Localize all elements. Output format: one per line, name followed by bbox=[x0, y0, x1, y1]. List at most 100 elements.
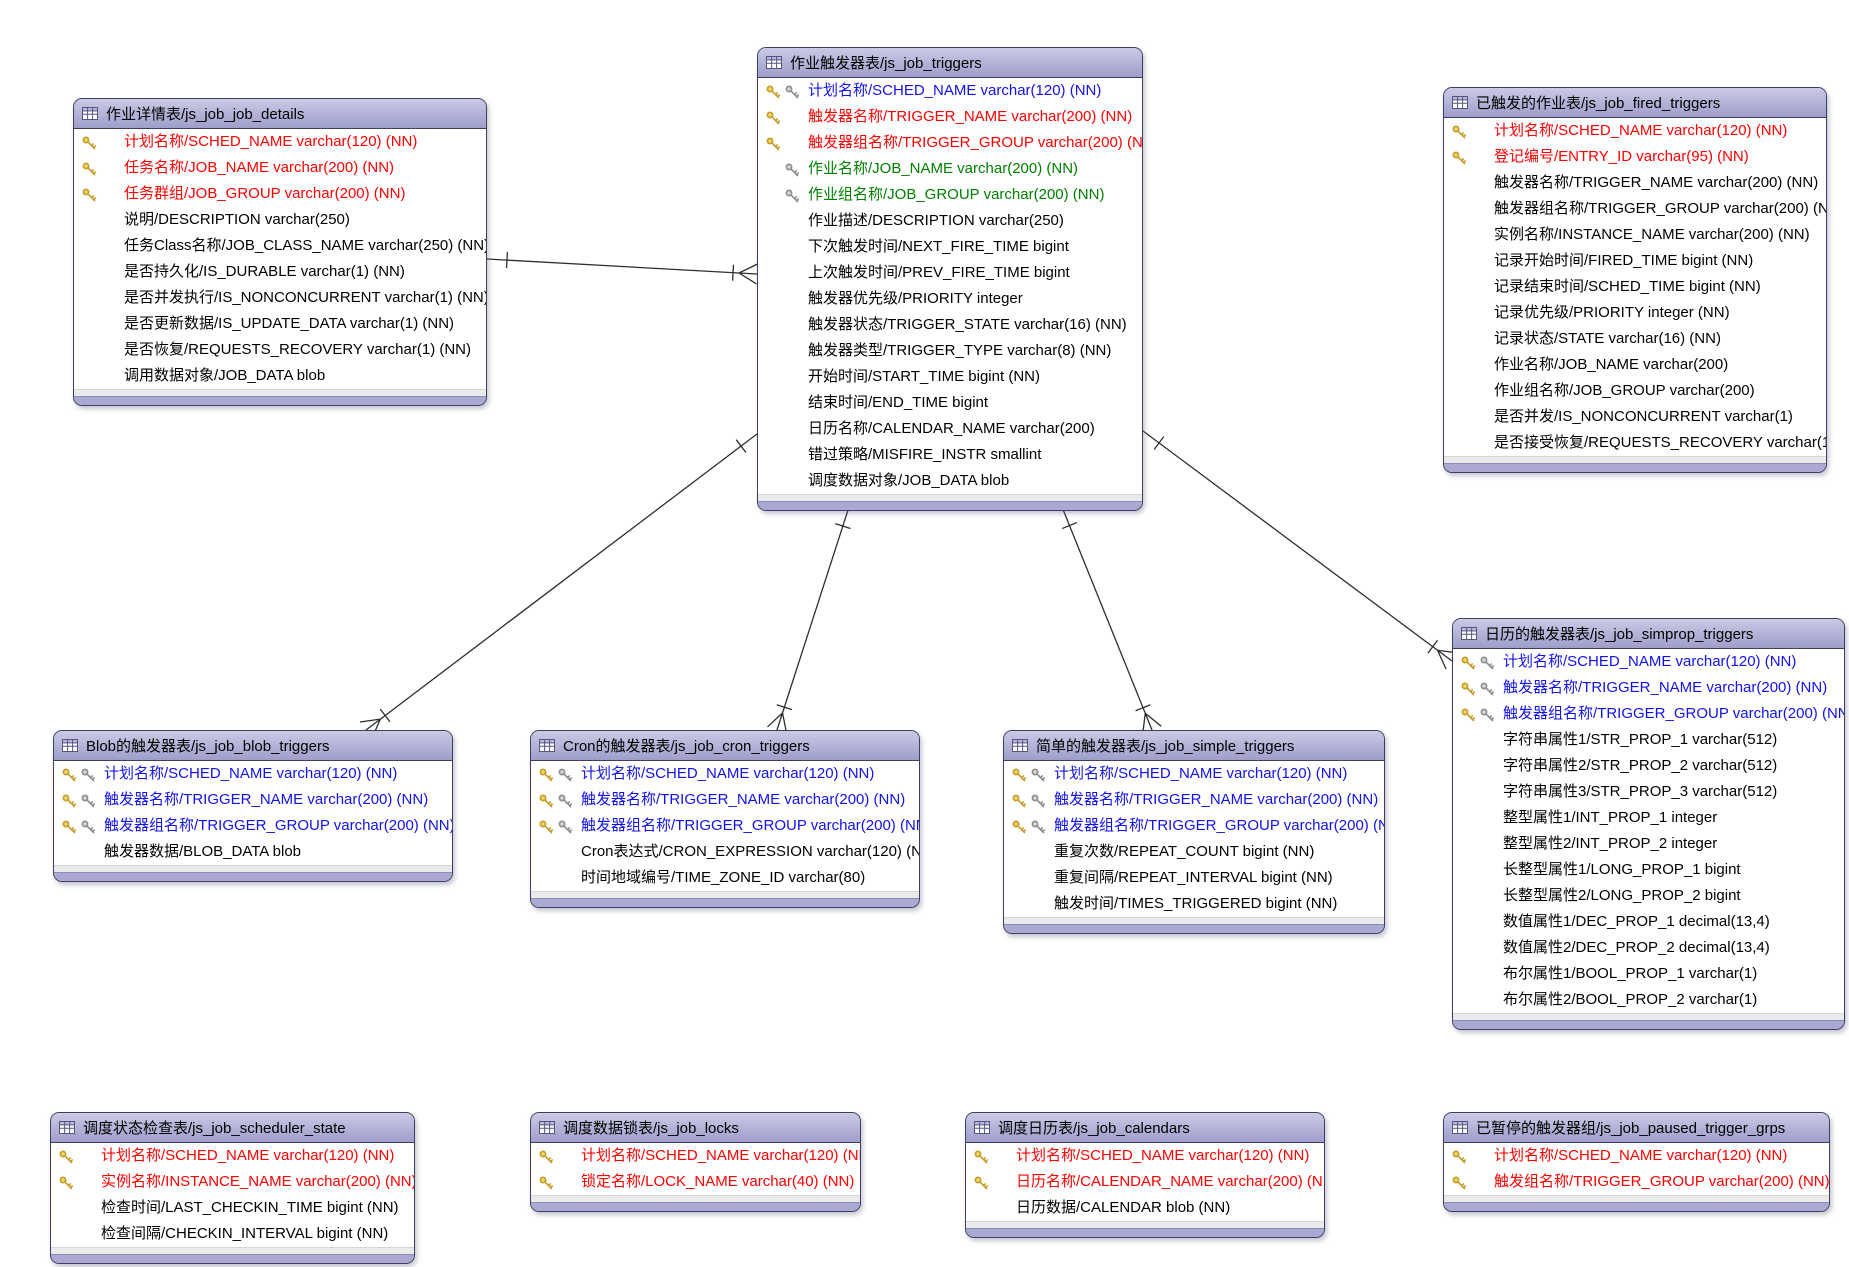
field-row[interactable]: 作业组名称/JOB_GROUP varchar(200) (NN) bbox=[758, 182, 1142, 208]
field-row[interactable]: 计划名称/SCHED_NAME varchar(120) (NN) bbox=[1004, 761, 1384, 787]
relationship-line-js_job_triggers-js_job_cron_triggers[interactable] bbox=[767, 506, 851, 734]
field-row[interactable]: 作业组名称/JOB_GROUP varchar(200) bbox=[1444, 378, 1826, 404]
field-row[interactable]: 是否更新数据/IS_UPDATE_DATA varchar(1) (NN) bbox=[74, 311, 486, 337]
field-row[interactable]: 是否并发执行/IS_NONCONCURRENT varchar(1) (NN) bbox=[74, 285, 486, 311]
field-row[interactable]: 触发组名称/TRIGGER_GROUP varchar(200) (NN) bbox=[1444, 1169, 1829, 1195]
field-row[interactable]: 作业名称/JOB_NAME varchar(200) (NN) bbox=[758, 156, 1142, 182]
field-row[interactable]: 长整型属性1/LONG_PROP_1 bigint bbox=[1453, 857, 1844, 883]
field-row[interactable]: 触发器组名称/TRIGGER_GROUP varchar(200) (NN) bbox=[1444, 196, 1826, 222]
field-row[interactable]: 计划名称/SCHED_NAME varchar(120) (NN) bbox=[74, 129, 486, 155]
field-row[interactable]: 锁定名称/LOCK_NAME varchar(40) (NN) bbox=[531, 1169, 860, 1195]
table-header[interactable]: 作业触发器表/js_job_triggers bbox=[758, 48, 1142, 78]
field-row[interactable]: 日历名称/CALENDAR_NAME varchar(200) (NN) bbox=[966, 1169, 1324, 1195]
field-row[interactable]: 记录状态/STATE varchar(16) (NN) bbox=[1444, 326, 1826, 352]
field-row[interactable]: 实例名称/INSTANCE_NAME varchar(200) (NN) bbox=[1444, 222, 1826, 248]
relationship-line-js_job_triggers-js_job_simprop_triggers[interactable] bbox=[1142, 430, 1459, 670]
field-row[interactable]: 任务名称/JOB_NAME varchar(200) (NN) bbox=[74, 155, 486, 181]
field-row[interactable]: 调度数据对象/JOB_DATA blob bbox=[758, 468, 1142, 494]
field-row[interactable]: 数值属性1/DEC_PROP_1 decimal(13,4) bbox=[1453, 909, 1844, 935]
field-row[interactable]: 作业名称/JOB_NAME varchar(200) bbox=[1444, 352, 1826, 378]
field-row[interactable]: 计划名称/SCHED_NAME varchar(120) (NN) bbox=[1453, 649, 1844, 675]
field-row[interactable]: 开始时间/START_TIME bigint (NN) bbox=[758, 364, 1142, 390]
field-row[interactable]: 触发器名称/TRIGGER_NAME varchar(200) (NN) bbox=[54, 787, 452, 813]
table-header[interactable]: 日历的触发器表/js_job_simprop_triggers bbox=[1453, 619, 1844, 649]
field-row[interactable]: 字符串属性1/STR_PROP_1 varchar(512) bbox=[1453, 727, 1844, 753]
field-row[interactable]: 检查间隔/CHECKIN_INTERVAL bigint (NN) bbox=[51, 1221, 414, 1247]
field-row[interactable]: 数值属性2/DEC_PROP_2 decimal(13,4) bbox=[1453, 935, 1844, 961]
field-row[interactable]: 触发器优先级/PRIORITY integer bbox=[758, 286, 1142, 312]
field-row[interactable]: 调用数据对象/JOB_DATA blob bbox=[74, 363, 486, 389]
field-row[interactable]: 布尔属性1/BOOL_PROP_1 varchar(1) bbox=[1453, 961, 1844, 987]
relationship-line-js_job_triggers-js_job_blob_triggers[interactable] bbox=[359, 433, 758, 739]
field-row[interactable]: 触发器状态/TRIGGER_STATE varchar(16) (NN) bbox=[758, 312, 1142, 338]
field-row[interactable]: 触发器组名称/TRIGGER_GROUP varchar(200) (NN) bbox=[1004, 813, 1384, 839]
table-header[interactable]: 已暂停的触发器组/js_job_paused_trigger_grps bbox=[1444, 1113, 1829, 1143]
field-row[interactable]: 计划名称/SCHED_NAME varchar(120) (NN) bbox=[966, 1143, 1324, 1169]
field-row[interactable]: 是否恢复/REQUESTS_RECOVERY varchar(1) (NN) bbox=[74, 337, 486, 363]
table-header[interactable]: 调度日历表/js_job_calendars bbox=[966, 1113, 1324, 1143]
field-row[interactable]: 长整型属性2/LONG_PROP_2 bigint bbox=[1453, 883, 1844, 909]
field-row[interactable]: 说明/DESCRIPTION varchar(250) bbox=[74, 207, 486, 233]
table-header[interactable]: 已触发的作业表/js_job_fired_triggers bbox=[1444, 88, 1826, 118]
field-row[interactable]: Cron表达式/CRON_EXPRESSION varchar(120) (NN… bbox=[531, 839, 919, 865]
table-header[interactable]: 作业详情表/js_job_job_details bbox=[74, 99, 486, 129]
field-row[interactable]: 触发器名称/TRIGGER_NAME varchar(200) (NN) bbox=[1453, 675, 1844, 701]
field-row[interactable]: 触发器类型/TRIGGER_TYPE varchar(8) (NN) bbox=[758, 338, 1142, 364]
field-row[interactable]: 是否接受恢复/REQUESTS_RECOVERY varchar(1) bbox=[1444, 430, 1826, 456]
field-row[interactable]: 日历名称/CALENDAR_NAME varchar(200) bbox=[758, 416, 1142, 442]
field-row[interactable]: 任务群组/JOB_GROUP varchar(200) (NN) bbox=[74, 181, 486, 207]
relationship-line-js_job_triggers-js_job_simple_triggers[interactable] bbox=[1061, 506, 1162, 734]
field-row[interactable]: 触发器名称/TRIGGER_NAME varchar(200) (NN) bbox=[531, 787, 919, 813]
field-row[interactable]: 上次触发时间/PREV_FIRE_TIME bigint bbox=[758, 260, 1142, 286]
field-row[interactable]: 触发器数据/BLOB_DATA blob bbox=[54, 839, 452, 865]
field-row[interactable]: 记录结束时间/SCHED_TIME bigint (NN) bbox=[1444, 274, 1826, 300]
field-row[interactable]: 错过策略/MISFIRE_INSTR smallint bbox=[758, 442, 1142, 468]
field-row[interactable]: 是否持久化/IS_DURABLE varchar(1) (NN) bbox=[74, 259, 486, 285]
field-row[interactable]: 计划名称/SCHED_NAME varchar(120) (NN) bbox=[54, 761, 452, 787]
field-row[interactable]: 触发器组名称/TRIGGER_GROUP varchar(200) (NN) bbox=[758, 130, 1142, 156]
table-header[interactable]: 简单的触发器表/js_job_simple_triggers bbox=[1004, 731, 1384, 761]
field-row[interactable]: 检查时间/LAST_CHECKIN_TIME bigint (NN) bbox=[51, 1195, 414, 1221]
field-row[interactable]: 触发器组名称/TRIGGER_GROUP varchar(200) (NN) bbox=[1453, 701, 1844, 727]
field-row[interactable]: 触发器组名称/TRIGGER_GROUP varchar(200) (NN) bbox=[54, 813, 452, 839]
field-row[interactable]: 结束时间/END_TIME bigint bbox=[758, 390, 1142, 416]
field-row[interactable]: 记录优先级/PRIORITY integer (NN) bbox=[1444, 300, 1826, 326]
field-row[interactable]: 布尔属性2/BOOL_PROP_2 varchar(1) bbox=[1453, 987, 1844, 1013]
table-header[interactable]: Blob的触发器表/js_job_blob_triggers bbox=[54, 731, 452, 761]
table-header[interactable]: 调度状态检查表/js_job_scheduler_state bbox=[51, 1113, 414, 1143]
field-row[interactable]: 计划名称/SCHED_NAME varchar(120) (NN) bbox=[51, 1143, 414, 1169]
field-row[interactable]: 登记编号/ENTRY_ID varchar(95) (NN) bbox=[1444, 144, 1826, 170]
field-row[interactable]: 计划名称/SCHED_NAME varchar(120) (NN) bbox=[531, 761, 919, 787]
table-header[interactable]: 调度数据锁表/js_job_locks bbox=[531, 1113, 860, 1143]
field-row[interactable]: 下次触发时间/NEXT_FIRE_TIME bigint bbox=[758, 234, 1142, 260]
field-row[interactable]: 计划名称/SCHED_NAME varchar(120) (NN) bbox=[1444, 118, 1826, 144]
field-row[interactable]: 字符串属性2/STR_PROP_2 varchar(512) bbox=[1453, 753, 1844, 779]
field-row[interactable]: 整型属性2/INT_PROP_2 integer bbox=[1453, 831, 1844, 857]
field-row[interactable]: 计划名称/SCHED_NAME varchar(120) (NN) bbox=[1444, 1143, 1829, 1169]
field-row[interactable]: 触发时间/TIMES_TRIGGERED bigint (NN) bbox=[1004, 891, 1384, 917]
field-row[interactable]: 触发器组名称/TRIGGER_GROUP varchar(200) (NN) bbox=[531, 813, 919, 839]
field-row[interactable]: 是否并发/IS_NONCONCURRENT varchar(1) bbox=[1444, 404, 1826, 430]
field-row[interactable]: 触发器名称/TRIGGER_NAME varchar(200) (NN) bbox=[758, 104, 1142, 130]
field-row[interactable]: 作业描述/DESCRIPTION varchar(250) bbox=[758, 208, 1142, 234]
field-row[interactable]: 字符串属性3/STR_PROP_3 varchar(512) bbox=[1453, 779, 1844, 805]
field-row[interactable]: 计划名称/SCHED_NAME varchar(120) (NN) bbox=[758, 78, 1142, 104]
field-row[interactable]: 日历数据/CALENDAR blob (NN) bbox=[966, 1195, 1324, 1221]
field-row[interactable]: 整型属性1/INT_PROP_1 integer bbox=[1453, 805, 1844, 831]
table-header[interactable]: Cron的触发器表/js_job_cron_triggers bbox=[531, 731, 919, 761]
field-row[interactable]: 重复次数/REPEAT_COUNT bigint (NN) bbox=[1004, 839, 1384, 865]
field-row[interactable]: 计划名称/SCHED_NAME varchar(120) (NN) bbox=[531, 1143, 860, 1169]
field-row[interactable]: 触发器名称/TRIGGER_NAME varchar(200) (NN) bbox=[1444, 170, 1826, 196]
field-row[interactable]: 记录开始时间/FIRED_TIME bigint (NN) bbox=[1444, 248, 1826, 274]
field-row[interactable]: 实例名称/INSTANCE_NAME varchar(200) (NN) bbox=[51, 1169, 414, 1195]
